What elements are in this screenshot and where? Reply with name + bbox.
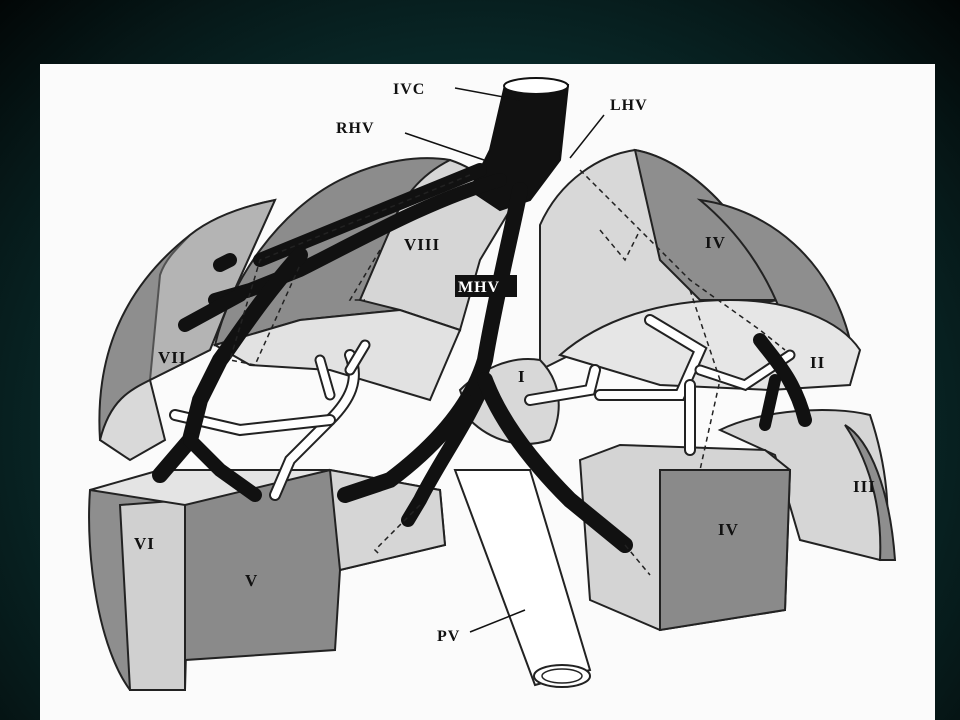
- ivc-leader: [454, 87, 521, 101]
- segment-vi-label: VI: [134, 534, 155, 553]
- vessel-labels: IVC RHV LHV MHV PV: [336, 81, 648, 645]
- segment-ii-label: II: [810, 353, 825, 372]
- segment-labels: I II III IV IV V VI VII VIII: [134, 233, 876, 590]
- segment-v-label: V: [245, 571, 258, 590]
- segment-i-label: I: [518, 367, 526, 386]
- pv-leader: [469, 609, 526, 633]
- slide-frame: IVC RHV LHV MHV PV I II III IV IV V VI V…: [40, 64, 935, 720]
- lhv-leader: [569, 114, 605, 159]
- rhv-label: RHV: [336, 120, 375, 137]
- segment-vi: [88, 478, 192, 691]
- segment-iv-lower: [578, 443, 792, 632]
- segment-vii-label: VII: [158, 348, 187, 367]
- segment-iv-upper-label: IV: [705, 233, 726, 252]
- mhv-label: MHV: [458, 279, 500, 296]
- hidden-vessel-outlines: [229, 169, 786, 576]
- segment-iii-label: III: [853, 477, 876, 496]
- ivc-label: IVC: [393, 81, 425, 98]
- segment-viii-label: VIII: [404, 235, 440, 254]
- portal-vein: [169, 314, 796, 688]
- segment-iv-lower-label: IV: [718, 520, 739, 539]
- pv-label: PV: [437, 628, 460, 645]
- lhv-label: LHV: [610, 97, 648, 114]
- rhv-leader: [404, 132, 485, 161]
- segment-iv-upper: [539, 148, 852, 372]
- liver-segments-diagram: IVC RHV LHV MHV PV I II III IV IV V VI V…: [88, 77, 897, 691]
